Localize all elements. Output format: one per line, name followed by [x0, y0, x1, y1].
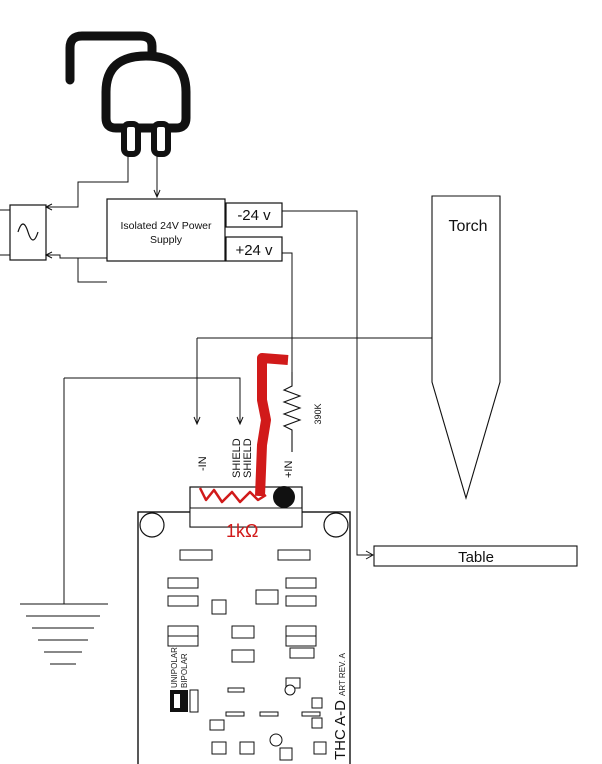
input-labels: -IN SHIELD SHIELD +IN: [197, 438, 295, 478]
shield-label: SHIELD: [231, 438, 243, 478]
board-revision: ART REV. A: [338, 652, 347, 696]
board-text: UNIPOLAR BIPOLAR THC A-D ART REV. A: [170, 647, 349, 760]
power-supply-line2: Supply: [150, 234, 183, 246]
terminal-neg24: -24 v: [225, 202, 283, 228]
board-name: THC A-D: [332, 700, 349, 760]
switch-top-label: UNIPOLAR: [170, 647, 179, 688]
resistor-390k-label: 390K: [313, 403, 323, 424]
shield-label-ghost: SHIELD: [242, 438, 254, 478]
switch-bottom-label: BIPOLAR: [180, 653, 189, 688]
torch-label: Torch: [448, 218, 487, 235]
annotation-value: 1kΩ: [226, 521, 258, 541]
table-label: Table: [458, 549, 494, 566]
minus-in-label: -IN: [197, 456, 209, 471]
ac-source-symbol: [9, 204, 47, 261]
handwritten-annotation: 1kΩ: [198, 353, 295, 541]
terminal-pos24-label: +24 v: [235, 242, 273, 259]
ground-symbol: [20, 603, 108, 665]
terminal-neg24-label: -24 v: [237, 207, 271, 224]
plus-in-label: +IN: [283, 461, 295, 478]
torch: Torch: [431, 195, 501, 500]
mains-wires: [0, 152, 161, 283]
dc-wires: [63, 210, 432, 604]
board-components: [167, 549, 327, 761]
table: Table: [373, 545, 578, 567]
power-plug-icon: [65, 31, 191, 157]
power-supply-box: Isolated 24V Power Supply: [106, 198, 226, 262]
resistor-390k: 390K: [282, 372, 323, 452]
terminal-pos24: +24 v: [225, 236, 283, 262]
dip-switch: [170, 689, 199, 713]
power-supply-line1: Isolated 24V Power: [120, 220, 212, 232]
